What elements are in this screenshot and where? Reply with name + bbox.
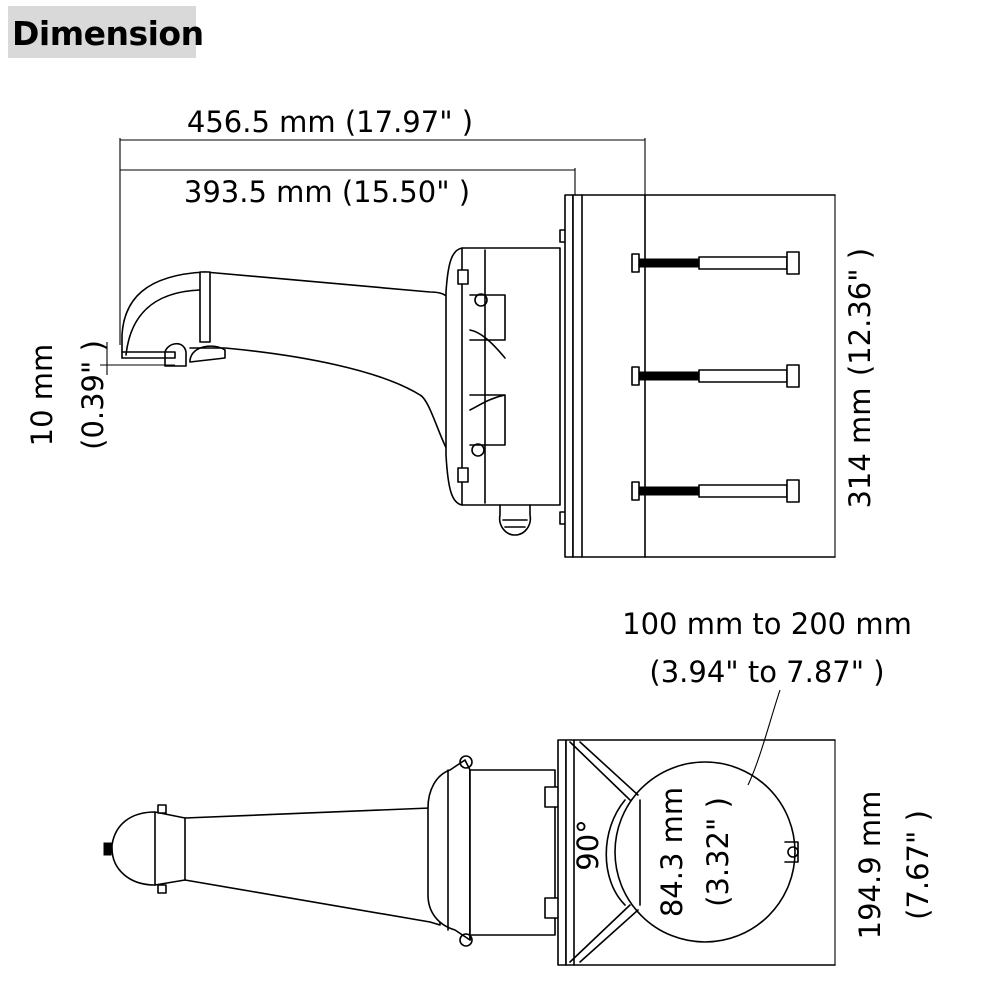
- side-housing: [445, 247, 561, 536]
- inner-in-label: (3.32" ): [701, 797, 735, 907]
- inner-mm-label: 84.3 mm: [655, 787, 689, 917]
- title-banner: Dimension: [8, 6, 204, 58]
- angle-label: 90°: [571, 819, 605, 870]
- side-mount-plate: [559, 194, 836, 558]
- dimension-lines-top: [100, 138, 646, 375]
- top-view: 100 mm to 200 mm (3.94" to 7.87" ) 90° 8…: [103, 607, 935, 966]
- pole-range-in-label: (3.94" to 7.87" ): [649, 655, 884, 689]
- side-arm: [121, 271, 451, 456]
- pole-range-mm-label: 100 mm to 200 mm: [622, 607, 912, 641]
- overall-length-label: 456.5 mm (17.97" ): [187, 105, 473, 139]
- plate-width-mm-label: 194.9 mm: [853, 791, 887, 940]
- bolt: [631, 364, 800, 388]
- bolt: [631, 251, 800, 275]
- lip-mm-label: 10 mm: [25, 344, 59, 447]
- bolt: [631, 479, 800, 503]
- page-title: Dimension: [12, 14, 204, 53]
- top-arm: [103, 804, 441, 926]
- plate-height-in-label: (12.36" ): [843, 248, 877, 376]
- arm-length-label: 393.5 mm (15.50" ): [184, 175, 470, 209]
- top-mount-plate: [557, 689, 836, 966]
- plate-width-in-label: (7.67" ): [901, 810, 935, 920]
- lip-in-label: (0.39" ): [76, 340, 110, 450]
- side-view: 456.5 mm (17.97" ) 393.5 mm (15.50" ) 10…: [25, 105, 877, 558]
- side-bolts: [631, 251, 800, 503]
- plate-height-mm-label: 314 mm: [843, 387, 877, 508]
- top-housing: [427, 755, 571, 947]
